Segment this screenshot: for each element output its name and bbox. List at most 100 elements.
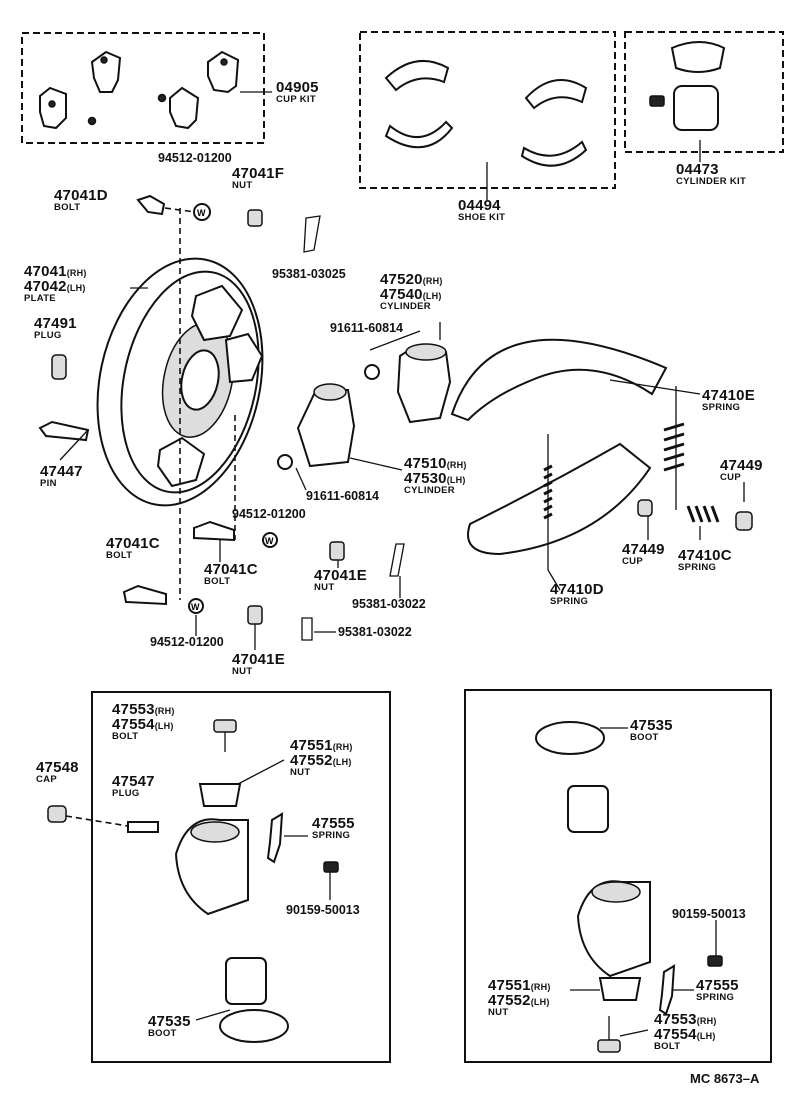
part-name: BOLT xyxy=(54,202,81,213)
part-number: 47551 xyxy=(290,737,333,754)
label-47535-right: 47535 BOOT xyxy=(630,718,673,743)
part-number: 47555 xyxy=(696,977,739,994)
part-name: NUT xyxy=(232,180,253,191)
label-94512-mid: 94512-01200 xyxy=(232,507,306,521)
label-47520-47540: 47520(RH) 47540(LH) CYLINDER xyxy=(380,272,443,312)
part-name: PLUG xyxy=(112,788,140,799)
part-number: 47447 xyxy=(40,463,83,480)
part-number: 47041 xyxy=(24,263,67,280)
part-number: 47535 xyxy=(630,717,673,734)
label-04494: 04494 SHOE KIT xyxy=(458,198,505,223)
part-number: 47552 xyxy=(290,752,333,769)
brake-shoe-lower xyxy=(467,442,652,556)
part-name: NUT xyxy=(290,767,311,778)
cylinder-kit-parts xyxy=(649,41,726,131)
part-name: PLATE xyxy=(24,293,56,304)
label-91611-upper: 91611-60814 xyxy=(330,321,403,335)
cup-kit-parts xyxy=(39,50,240,130)
part-number: 47554 xyxy=(654,1026,697,1043)
label-47041D: 47041D BOLT xyxy=(54,188,108,213)
part-name: SPRING xyxy=(312,830,351,841)
part-number: 47553 xyxy=(112,701,155,718)
part-number: 47041D xyxy=(54,187,108,204)
right-detail-parts xyxy=(535,721,723,1053)
label-90159-left: 90159-50013 xyxy=(286,903,360,917)
label-47041E-a: 47041E NUT xyxy=(314,568,367,593)
label-47041F: 47041F NUT xyxy=(232,166,284,191)
part-name: NUT xyxy=(488,1007,509,1018)
hardware-small: W W W xyxy=(38,194,405,641)
cup-kit-box xyxy=(21,32,265,144)
side-note: (LH) xyxy=(154,721,174,731)
part-name: BOLT xyxy=(106,550,133,561)
part-number: 47042 xyxy=(24,278,67,295)
part-name: BOOT xyxy=(630,732,659,743)
label-47491: 47491 PLUG xyxy=(34,316,77,341)
part-number: 47491 xyxy=(34,315,77,332)
part-name: BOOT xyxy=(148,1028,177,1039)
label-95381-03022-b: 95381-03022 xyxy=(338,625,412,639)
label-47410E: 47410E SPRING xyxy=(702,388,755,413)
label-47410D: 47410D SPRING xyxy=(550,582,604,607)
part-name: SPRING xyxy=(678,562,717,573)
part-number: 04494 xyxy=(458,197,501,214)
part-name: CYLINDER KIT xyxy=(676,176,747,187)
part-name: BOLT xyxy=(112,731,139,742)
part-name: BOLT xyxy=(204,576,231,587)
svg-text:W: W xyxy=(265,536,274,546)
part-number: 47520 xyxy=(380,271,423,288)
label-47535-left: 47535 BOOT xyxy=(148,1014,191,1039)
part-name: SPRING xyxy=(550,596,589,607)
label-47553-47554-right: 47553(RH) 47554(LH) BOLT xyxy=(654,1012,717,1052)
right-cylinder-detail-box xyxy=(464,689,772,1063)
part-name: BOLT xyxy=(654,1041,681,1052)
side-note: (RH) xyxy=(422,276,443,286)
part-name: SPRING xyxy=(702,402,741,413)
part-number: 47041E xyxy=(232,651,285,668)
side-note: (LH) xyxy=(446,475,466,485)
part-number: 47449 xyxy=(720,457,763,474)
part-number: 04473 xyxy=(676,161,719,178)
part-name: CUP xyxy=(622,556,643,567)
label-47555-right: 47555 SPRING xyxy=(696,978,739,1003)
part-name: CYLINDER xyxy=(404,485,455,496)
side-note: (LH) xyxy=(696,1031,716,1041)
side-note: (RH) xyxy=(696,1016,717,1026)
part-number: 47410E xyxy=(702,387,755,404)
part-number: 47552 xyxy=(488,992,531,1009)
label-47553-47554-left: 47553(RH) 47554(LH) BOLT xyxy=(112,702,175,742)
label-91611-lower: 91611-60814 xyxy=(306,489,379,503)
wheel-cylinder-lower xyxy=(296,383,356,468)
label-90159-right: 90159-50013 xyxy=(672,907,746,921)
part-name: CAP xyxy=(36,774,57,785)
reference-code: MC 8673–A xyxy=(690,1071,760,1086)
label-47447: 47447 PIN xyxy=(40,464,83,489)
label-47551-47552-right: 47551(RH) 47552(LH) NUT xyxy=(488,978,551,1018)
part-number: 47553 xyxy=(654,1011,697,1028)
part-name: PLUG xyxy=(34,330,62,341)
brake-shoe-upper xyxy=(450,338,668,422)
label-47551-47552-left: 47551(RH) 47552(LH) NUT xyxy=(290,738,353,778)
part-number: 47554 xyxy=(112,716,155,733)
part-number: 47041C xyxy=(204,561,258,578)
part-name: NUT xyxy=(232,666,253,677)
leader-lines xyxy=(59,287,745,1037)
svg-text:W: W xyxy=(197,208,206,218)
label-47041C-b: 47041C BOLT xyxy=(204,562,258,587)
svg-text:W: W xyxy=(191,602,200,612)
label-47410C: 47410C SPRING xyxy=(678,548,732,573)
label-47547: 47547 PLUG xyxy=(112,774,155,799)
side-note: (RH) xyxy=(66,268,87,278)
part-number: 47530 xyxy=(404,470,447,487)
cylinder-kit-box xyxy=(624,31,784,153)
springs xyxy=(543,386,753,570)
label-47449-right: 47449 CUP xyxy=(720,458,763,483)
label-47041C-a: 47041C BOLT xyxy=(106,536,160,561)
side-note: (LH) xyxy=(332,757,352,767)
label-47041-47042: 47041(RH) 47042(LH) PLATE xyxy=(24,264,87,304)
part-number: 04905 xyxy=(276,79,319,96)
side-note: (LH) xyxy=(530,997,550,1007)
part-name: CUP xyxy=(720,472,741,483)
